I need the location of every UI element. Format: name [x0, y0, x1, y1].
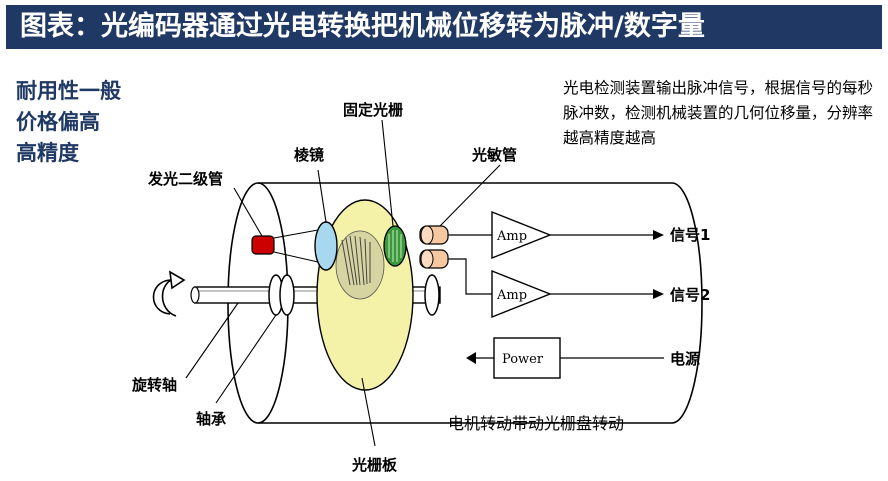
side-note-line-price: 价格偏高 [16, 110, 100, 134]
side-note-line-precision: 高精度 [16, 141, 79, 165]
label-rotating-shaft: 旋转轴 [131, 376, 177, 394]
bearing-right [424, 274, 440, 316]
power-input-arrow [466, 352, 664, 364]
led-emitter [251, 229, 319, 263]
amplifier-1-label: Amp [496, 229, 527, 244]
diagram-caption: 电机转动带动光栅盘转动 [448, 414, 625, 433]
label-bearing: 轴承 [196, 410, 226, 428]
label-fixed-grating: 固定光栅 [343, 101, 403, 119]
bearing-left [268, 274, 295, 316]
label-grating-disk: 光栅板 [351, 456, 398, 474]
label-signal-1: 信号1 [670, 226, 710, 244]
side-note-line-durability: 耐用性一般 [16, 79, 121, 103]
photo-sensor-top [419, 225, 449, 245]
power-block-label: Power [502, 352, 544, 367]
amplifier-1: Amp [491, 210, 552, 260]
rotation-arrow-icon [152, 270, 186, 317]
page-title: 图表：光编码器通过光电转换把机械位移转为脉冲/数字量 [6, 5, 882, 49]
label-prism: 棱镜 [294, 146, 324, 164]
label-power-source: 电源 [670, 350, 700, 368]
label-photo-sensor: 光敏管 [471, 146, 517, 164]
label-signal-2: 信号2 [670, 286, 710, 304]
signal-1-arrow [550, 230, 664, 240]
prism-lens [314, 221, 338, 271]
amplifier-2: Amp [491, 269, 552, 319]
photo-sensor-bottom [419, 249, 449, 269]
signal-2-arrow [550, 289, 664, 299]
description-text: 光电检测装置输出脉冲信号，根据信号的每秒脉冲数，检测机械装置的几何位移量，分辨率… [563, 79, 874, 147]
leader-lines [185, 119, 501, 447]
amplifier-2-label: Amp [496, 288, 527, 303]
label-led: 发光二级管 [147, 170, 223, 188]
fixed-grating [383, 225, 407, 267]
power-block: Power [493, 337, 561, 379]
sensor-wires [448, 234, 492, 295]
side-note: 耐用性一般 价格偏高 高精度 [16, 76, 121, 169]
encoder-housing [227, 182, 703, 424]
